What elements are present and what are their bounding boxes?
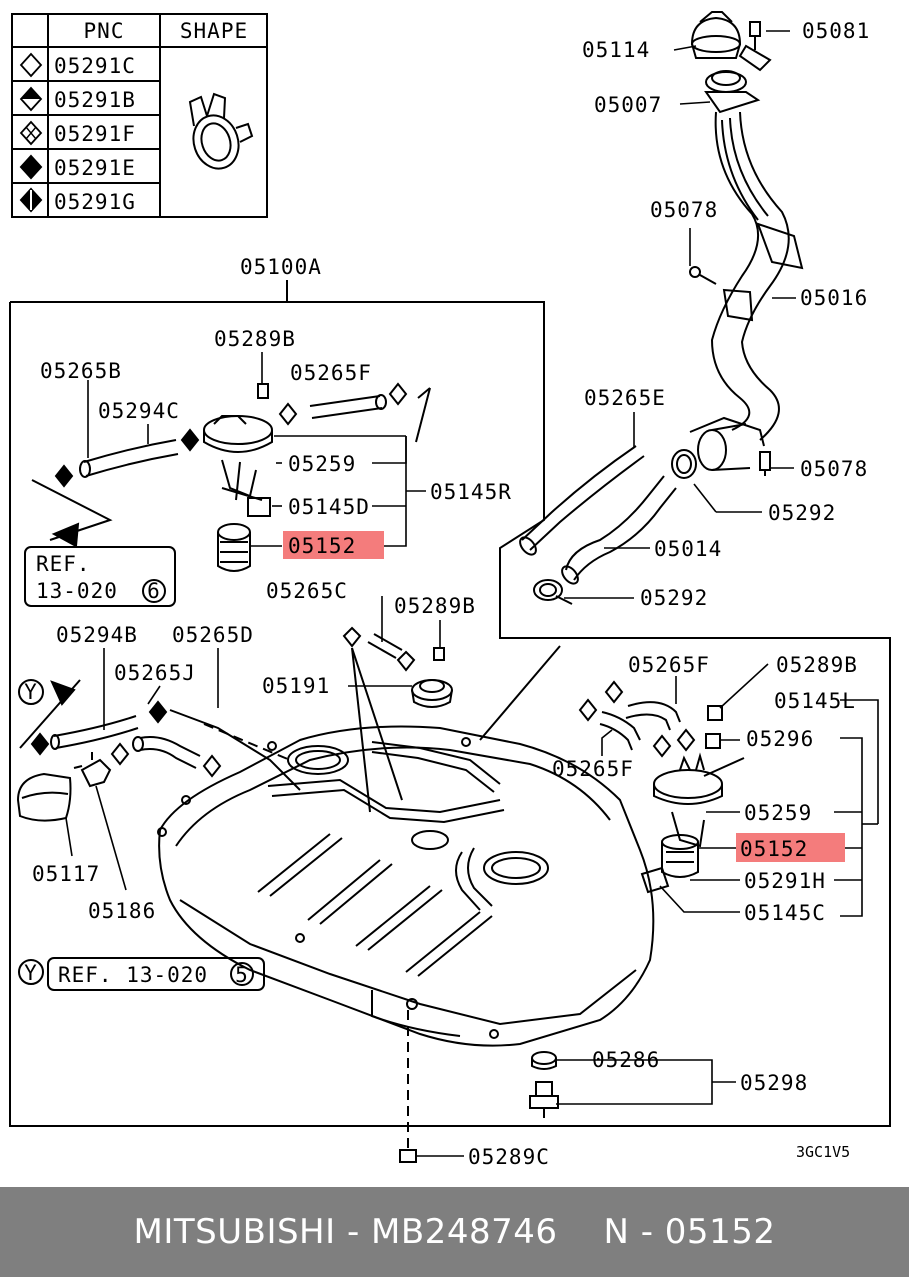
label-05145l: 05145L <box>774 689 856 713</box>
label-05007: 05007 <box>594 93 662 117</box>
diagram-code: 3GC1V5 <box>796 1143 850 1161</box>
hose-clamp-icon <box>188 92 254 170</box>
label-05078-lower: 05078 <box>800 457 868 481</box>
legend-pnc: 05291B <box>54 88 136 112</box>
legend-pnc: 05291F <box>54 122 136 146</box>
label-05265f-low: 05265F <box>552 757 634 781</box>
label-05265f-top: 05265F <box>290 361 372 385</box>
ref2-circle-number: 5 <box>235 963 249 987</box>
label-05265f-right: 05265F <box>628 653 710 677</box>
label-05289b-mid: 05289B <box>394 594 476 618</box>
label-05191: 05191 <box>262 674 330 698</box>
filler-neck-assembly <box>671 11 804 479</box>
label-05259-left: 05259 <box>288 452 356 476</box>
ref1-line1: REF. <box>36 552 91 576</box>
part-labels: 05081 05114 05007 05078 05016 05100A 052… <box>24 19 870 1169</box>
y-marker-bottom: Y <box>24 961 38 985</box>
ref-box-13-020-6 <box>24 546 176 607</box>
right-pump-module <box>578 680 745 894</box>
label-05292-upper: 05292 <box>768 501 836 525</box>
bottom-fasteners <box>203 723 559 1163</box>
footer-brand-part: MITSUBISHI - MB248746 <box>133 1212 558 1252</box>
label-05265b: 05265B <box>40 359 122 383</box>
label-05152-right: 05152 <box>740 837 808 861</box>
part-footer-bar: MITSUBISHI - MB248746 N - 05152 <box>0 1187 909 1277</box>
footer-pnc: N - 05152 <box>603 1212 776 1252</box>
label-05298: 05298 <box>740 1071 808 1095</box>
diamond-outline-icon <box>19 52 43 78</box>
label-05265d: 05265D <box>172 623 254 647</box>
label-05265c: 05265C <box>266 579 348 603</box>
diamond-filled-icon <box>19 154 43 180</box>
legend-header-shape: SHAPE <box>180 19 248 43</box>
label-05145d: 05145D <box>288 495 370 519</box>
label-05100a: 05100A <box>240 255 322 279</box>
assembly-outline <box>9 280 891 1127</box>
label-05145r: 05145R <box>430 480 512 504</box>
label-05014: 05014 <box>654 537 722 561</box>
legend-pnc: 05291C <box>54 54 136 78</box>
diamond-cross-icon <box>19 120 43 146</box>
ref1-circle-number: 6 <box>147 579 161 603</box>
fill-hoses <box>519 445 677 605</box>
label-05292-lower: 05292 <box>640 586 708 610</box>
label-05186: 05186 <box>88 899 156 923</box>
diamond-half-icon <box>19 86 43 112</box>
label-05291h: 05291H <box>744 869 826 893</box>
legend-text: PNC SHAPE 05291C 05291B 05291F 05291E 05… <box>54 19 248 214</box>
label-05078-upper: 05078 <box>650 198 718 222</box>
legend-pnc: 05291G <box>54 190 136 214</box>
label-05289c: 05289C <box>468 1145 550 1169</box>
ref2-text: REF. 13-020 <box>58 963 208 987</box>
legend-pnc: 05291E <box>54 156 136 180</box>
label-05114: 05114 <box>582 38 650 62</box>
highlight-05152-right <box>736 833 845 862</box>
ref1-line2: 13-020 <box>36 579 118 603</box>
label-05081: 05081 <box>802 19 870 43</box>
highlight-05152-left <box>283 531 384 559</box>
fuel-tank <box>157 725 655 1047</box>
left-pump-module <box>31 382 431 572</box>
y-marker-top: Y <box>24 680 38 704</box>
label-05289b-right: 05289B <box>776 653 858 677</box>
valve-05191 <box>342 626 561 813</box>
left-lower-hoses <box>16 679 301 822</box>
legend-header-pnc: PNC <box>84 19 125 43</box>
label-05265e: 05265E <box>584 386 666 410</box>
label-05294b: 05294B <box>56 623 138 647</box>
label-05259-right: 05259 <box>744 801 812 825</box>
label-05117: 05117 <box>32 862 100 886</box>
label-05265j: 05265J <box>114 661 196 685</box>
label-05289b-top: 05289B <box>214 327 296 351</box>
label-05294c: 05294C <box>98 399 180 423</box>
diamond-split-icon <box>19 187 43 213</box>
ref-box-13-020-5 <box>47 957 265 991</box>
label-05286: 05286 <box>592 1048 660 1072</box>
label-05296: 05296 <box>746 727 814 751</box>
leader-lines <box>65 30 879 1157</box>
label-05016: 05016 <box>800 286 868 310</box>
label-05152-left: 05152 <box>288 534 356 558</box>
parts-diagram: PNC SHAPE 05291C 05291B 05291F 05291E 05… <box>9 11 891 1169</box>
label-05145c: 05145C <box>744 901 826 925</box>
legend-table <box>11 13 268 218</box>
